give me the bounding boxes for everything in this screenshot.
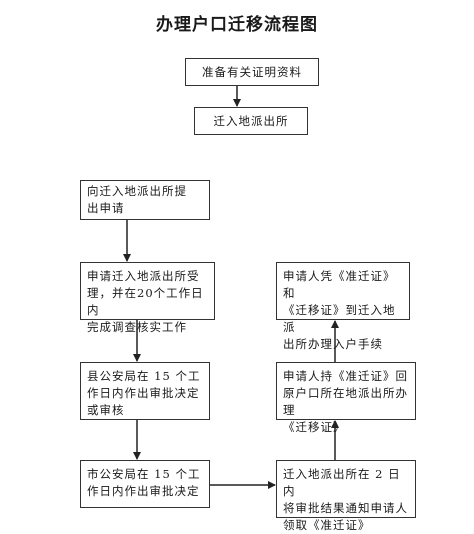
notify-line-1: 迁入地派出所在 2 日内 <box>283 467 401 498</box>
origin-box: 申请人持《准迁证》回 原户口所在地派出所办理 《迁移证》 <box>276 362 416 434</box>
county-box: 县公安局在 15 个工 作日内作出审批决定 或审核 <box>80 362 210 420</box>
notify-box: 迁入地派出所在 2 日内 将审批结果通知申请人 领取《准迁证》 <box>276 460 416 532</box>
station-box: 迁入地派出所 <box>194 107 308 135</box>
city-line-2: 作日内作出审批决定 <box>87 484 200 498</box>
accept-box: 申请迁入地派出所受 理，并在20个工作日内 完成调查核实工作 <box>80 262 215 334</box>
county-line-1: 县公安局在 15 个工 <box>87 369 201 383</box>
page-title: 办理户口迁移流程图 <box>156 15 318 35</box>
notify-line-2: 将审批结果通知申请人 <box>283 501 408 515</box>
city-line-1: 市公安局在 15 个工 <box>87 467 201 481</box>
accept-line-1: 申请迁入地派出所受 <box>87 269 200 283</box>
county-line-3: 或审核 <box>87 403 125 417</box>
city-box: 市公安局在 15 个工 作日内作出审批决定 <box>80 460 210 508</box>
station-label: 迁入地派出所 <box>213 113 289 128</box>
notify-line-3: 领取《准迁证》 <box>283 518 371 532</box>
settle-box: 申请人凭《准迁证》和 《迁移证》到迁入地派 出所办理入户手续 <box>276 262 410 351</box>
apply-line-1: 向迁入地派出所提 <box>87 184 187 198</box>
origin-line-2: 原户口所在地派出所办理 <box>283 386 408 417</box>
accept-line-2: 理，并在20个工作日内 <box>87 286 204 317</box>
settle-line-2: 《迁移证》到迁入地派 <box>283 303 396 334</box>
prepare-box: 准备有关证明资料 <box>185 58 319 86</box>
apply-line-2: 出申请 <box>87 201 125 215</box>
county-line-2: 作日内作出审批决定 <box>87 386 200 400</box>
apply-box: 向迁入地派出所提 出申请 <box>80 180 210 220</box>
prepare-label: 准备有关证明资料 <box>202 64 302 79</box>
origin-line-1: 申请人持《准迁证》回 <box>283 369 408 383</box>
origin-line-3: 《迁移证》 <box>283 420 346 434</box>
settle-line-1: 申请人凭《准迁证》和 <box>283 269 396 300</box>
settle-line-3: 出所办理入户手续 <box>283 337 383 351</box>
